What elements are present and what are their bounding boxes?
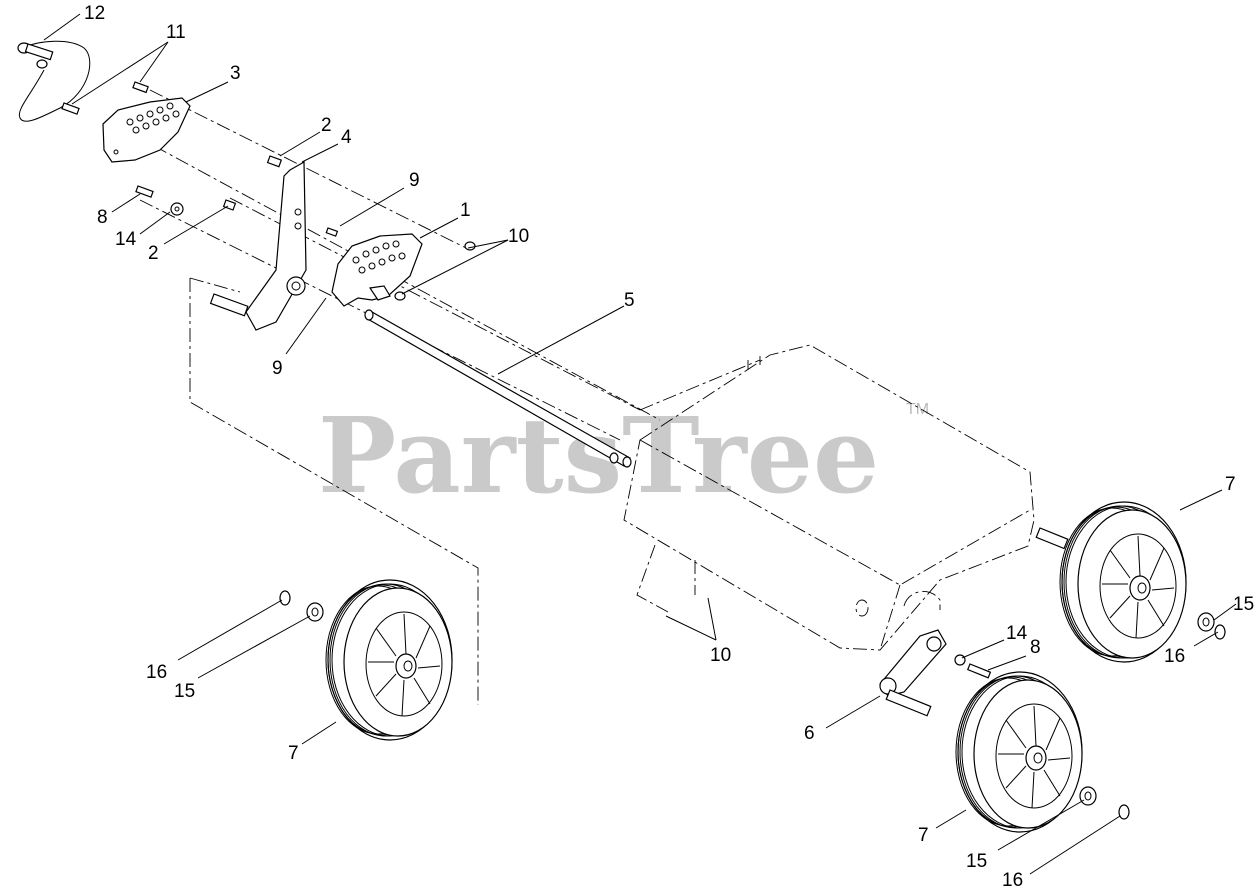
callout-16: 16	[1002, 870, 1023, 891]
callout-15: 15	[174, 681, 195, 702]
part-1-sector-plate	[331, 233, 423, 307]
small-hardware	[135, 155, 476, 301]
callout-15: 15	[966, 851, 987, 872]
callout-10: 10	[710, 645, 731, 666]
watermark: PartsTree TM	[318, 394, 929, 517]
callout-16: 16	[1164, 646, 1185, 667]
callout-5: 5	[624, 290, 635, 311]
part-3-plate	[102, 97, 191, 163]
callout-3: 3	[230, 63, 241, 84]
part-7-wheel-left	[325, 579, 453, 741]
callout-2: 2	[148, 243, 159, 264]
leader-lines	[43, 13, 1237, 875]
callout-10: 10	[508, 226, 529, 247]
callout-16: 16	[146, 662, 167, 683]
callout-4: 4	[341, 127, 352, 148]
watermark-trademark: TM	[906, 401, 929, 418]
callout-7: 7	[288, 743, 299, 764]
part-12-lanyard-pin	[17, 40, 91, 122]
deck-housing	[623, 344, 1035, 651]
callout-2: 2	[321, 115, 332, 136]
part-4-lever-arm	[209, 160, 307, 331]
part-11-screws	[61, 81, 149, 115]
callout-11: 11	[166, 22, 186, 43]
callout-6: 6	[804, 723, 815, 744]
part-7-wheel-right-bottom	[955, 671, 1083, 833]
callouts: 12 11 3 2 4 8 14 2 9 1 10 9 5 7 15 16 16…	[84, 3, 1254, 891]
watermark-text: PartsTree	[318, 394, 879, 517]
part-6-axle-arm	[879, 629, 947, 717]
callout-1: 1	[460, 200, 471, 221]
callout-8: 8	[97, 207, 108, 228]
callout-7: 7	[1225, 474, 1236, 495]
axle-hardware-right	[954, 527, 1069, 679]
callout-9: 9	[272, 358, 283, 379]
callout-7: 7	[918, 825, 929, 846]
callout-14: 14	[1006, 623, 1028, 644]
washers-and-clips	[279, 590, 1226, 820]
callout-9: 9	[409, 170, 420, 191]
callout-12: 12	[84, 3, 105, 24]
part-5-shaft	[364, 309, 632, 468]
callout-8: 8	[1030, 637, 1041, 658]
callout-14: 14	[115, 229, 137, 250]
part-7-wheel-right-top	[1059, 501, 1187, 663]
callout-15: 15	[1233, 594, 1254, 615]
